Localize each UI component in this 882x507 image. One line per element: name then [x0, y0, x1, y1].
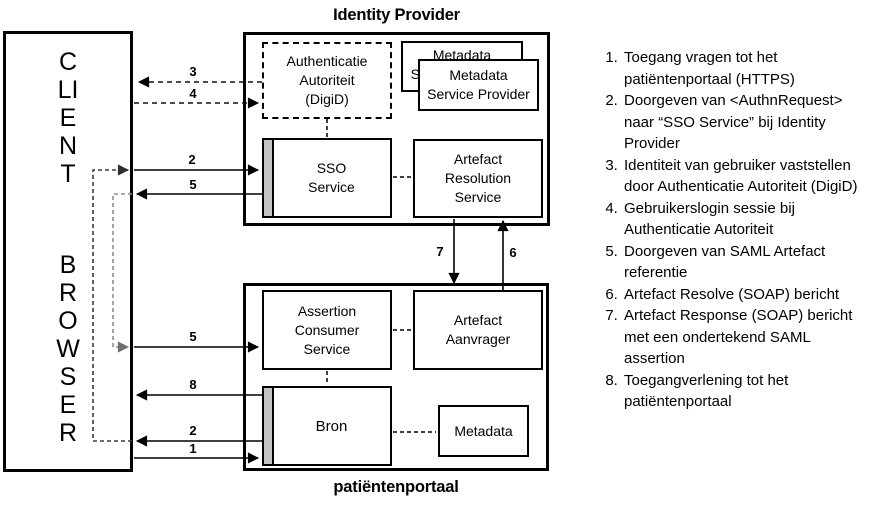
- step-item-2: Doorgeven van <AuthnRequest> naar “SSO S…: [622, 90, 861, 155]
- arrow-label-2-bottom: 2: [189, 423, 197, 438]
- component-port-bar: [264, 140, 274, 216]
- client-label: CLIENT: [57, 48, 79, 188]
- box-label-line: Assertion: [297, 302, 357, 319]
- box-label-line: Aanvrager: [445, 331, 511, 347]
- step-item-4: Gebruikerslogin sessie bij Authenticatie…: [622, 198, 861, 241]
- step-item-1: Toegang vragen tot het patiëntenportaal …: [622, 47, 861, 90]
- patientenportaal-title: patiëntenportaal: [333, 478, 459, 496]
- authenticatie-autoriteit-box: Authenticatie Autoriteit (DigiD): [262, 42, 392, 119]
- box-label-line: Bron: [315, 417, 348, 435]
- arrow-label-4: 4: [189, 86, 197, 101]
- step-item-6: Artefact Resolve (SOAP) bericht: [622, 284, 861, 306]
- arrow-label-5-bottom: 5: [189, 329, 197, 344]
- arrow-label-7: 7: [436, 244, 444, 259]
- box-label-line: Service: [303, 340, 351, 357]
- browser-label: BROWSER: [56, 251, 80, 447]
- assertion-consumer-service-box: Assertion Consumer Service: [262, 290, 392, 370]
- box-label-line: Service: [454, 189, 502, 205]
- sso-service-box: SSO Service: [262, 138, 392, 218]
- metadata-box: Metadata: [438, 405, 529, 457]
- step-item-5: Doorgeven van SAML Artefact referentie: [622, 241, 861, 284]
- box-label-line: Metadata: [449, 67, 508, 83]
- step-item-8: Toegangverlening tot het patiëntenportaa…: [622, 370, 861, 413]
- arrow-label-5-top: 5: [189, 177, 197, 192]
- box-label-line: Metadata: [454, 422, 513, 439]
- box-label-line: Artefact: [453, 151, 503, 167]
- artefact-aanvrager-box: Artefact Aanvrager: [413, 290, 543, 370]
- box-label-line: (DigiD): [305, 91, 349, 107]
- box-label-line: Authenticatie: [286, 53, 368, 69]
- step-item-7: Artefact Response (SOAP) bericht met een…: [622, 305, 861, 370]
- steps-list: Toegang vragen tot het patiëntenportaal …: [585, 47, 861, 413]
- box-label-line: SSO: [316, 160, 347, 176]
- box-label-line: Artefact: [453, 312, 503, 328]
- box-label-line: Service: [308, 179, 355, 195]
- arrow-label-6: 6: [509, 245, 517, 260]
- arrow-label-1: 1: [189, 441, 197, 456]
- box-label-line: Consumer: [294, 321, 360, 338]
- arrow-label-8: 8: [189, 377, 197, 392]
- artefact-resolution-service-box: Artefact Resolution Service: [413, 139, 543, 218]
- arrow-label-3: 3: [189, 64, 197, 79]
- identity-provider-title: Identity Provider: [333, 6, 460, 24]
- box-label-line: Service Provider: [427, 86, 530, 102]
- box-label-line: Autoriteit: [299, 72, 355, 88]
- step-item-3: Identiteit van gebruiker vaststellen doo…: [622, 155, 861, 198]
- bron-box: Bron: [262, 386, 392, 466]
- arrow-label-2-top: 2: [188, 152, 196, 167]
- box-label-line: Resolution: [444, 170, 512, 186]
- component-port-bar: [264, 388, 274, 464]
- metadata-service-provider-box: Metadata Service Provider: [418, 59, 539, 111]
- client-browser-box: CLIENT BROWSER: [3, 31, 133, 472]
